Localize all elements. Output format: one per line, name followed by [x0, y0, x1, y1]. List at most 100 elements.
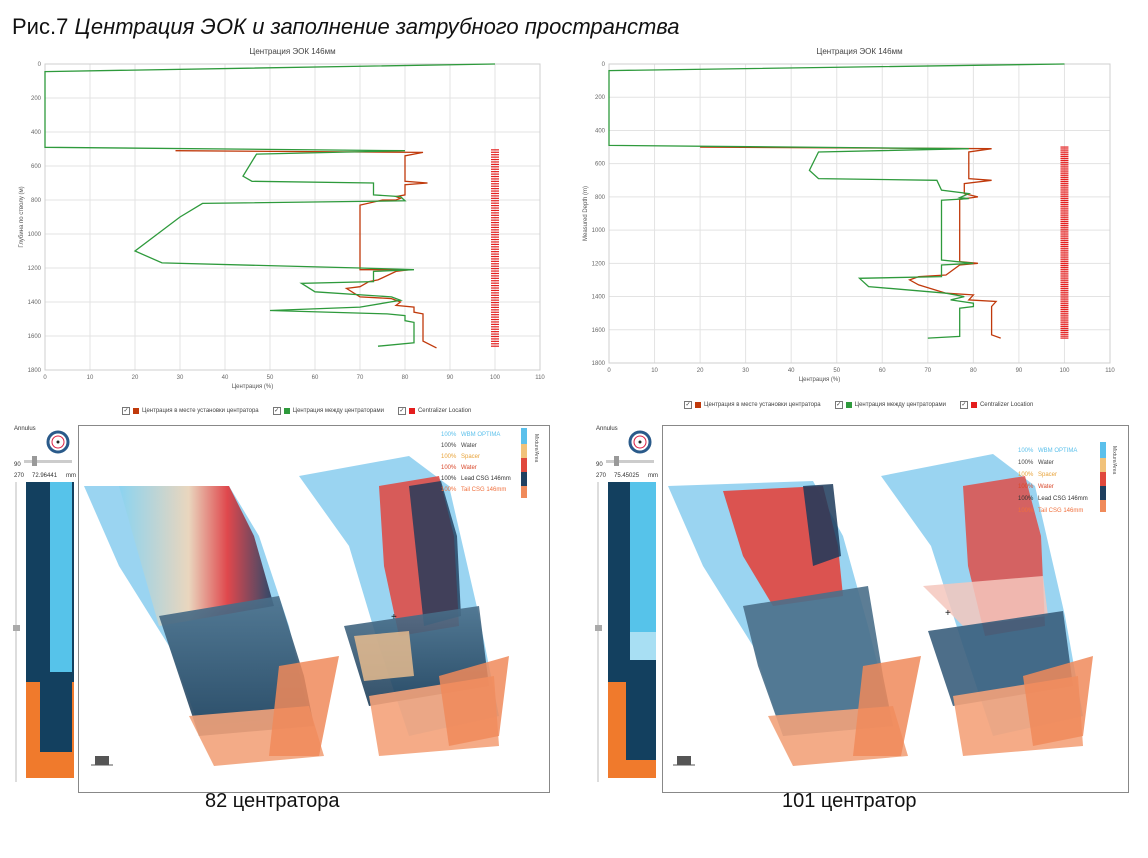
series-line: [175, 150, 437, 349]
x-axis-label: Центрация (%): [799, 377, 841, 383]
y-tick-label: 1200: [592, 261, 606, 267]
figure-title: Рис.7 Центрация ЭОК и заполнение затрубн…: [12, 14, 680, 40]
checkbox-icon[interactable]: ✓: [959, 401, 968, 409]
checkbox-icon[interactable]: ✓: [272, 407, 281, 415]
plot-area-frame: [608, 63, 1111, 364]
fluid-name: Water: [1038, 460, 1054, 466]
fluid-name: Lead CSG 146mm: [1038, 496, 1088, 502]
angle-slider-handle[interactable]: [32, 456, 37, 466]
annulus-label: Annulus: [14, 426, 36, 432]
fluid-pct: 100%: [1018, 508, 1034, 514]
depth-value: 72.96441: [32, 473, 58, 479]
angle-90-label: 90: [14, 462, 21, 468]
legend-entry-centralizer-center[interactable]: ✓ Центрация в месте установки центратора: [684, 401, 821, 409]
y-tick-label: 1400: [592, 295, 606, 301]
y-tick-label: 1800: [592, 361, 606, 367]
x-tick-label: 80: [402, 375, 409, 381]
depth-value: 75.45025: [614, 473, 640, 479]
crosshair-icon: +: [945, 608, 951, 619]
caption-left: 82 центратора: [205, 790, 340, 812]
x-tick-label: 80: [970, 368, 977, 374]
legend-entry-centralizer-center[interactable]: ✓ Центрация в месте установки центратора: [122, 407, 259, 415]
y-tick-label: 1600: [28, 334, 42, 340]
colorbar-label: Mixture/Area: [1111, 446, 1117, 475]
annulus-3d-view-left[interactable]: + 100% WBM OPTIMA 100% Water 100% Spacer…: [78, 425, 550, 793]
pipe-section-left: [84, 486, 339, 766]
fluid-pct: 100%: [441, 443, 457, 449]
fluid-pct: 100%: [1018, 484, 1034, 490]
annulus-controls-left: Annulus 90 270 72.96441 mm: [13, 426, 76, 782]
colorbar-label: Mixture/Area: [533, 434, 539, 463]
fluid-pct: 100%: [1018, 460, 1034, 466]
x-tick-label: 60: [312, 375, 319, 381]
legend-left: ✓ Центрация в месте установки центратора…: [122, 407, 471, 415]
checkbox-icon[interactable]: ✓: [122, 407, 130, 415]
legend-entry-centralizer-location[interactable]: ✓ Centralizer Location: [397, 407, 471, 415]
y-tick-label: 1200: [28, 266, 42, 272]
annulus-3d-view-right[interactable]: + 100% WBM OPTIMA 100% Water 100% Spacer…: [662, 425, 1129, 793]
legend-swatch: [845, 402, 852, 408]
x-tick-label: 90: [447, 375, 454, 381]
legend-entry-between-centralizers[interactable]: ✓ Центрация между центраторами: [834, 401, 946, 409]
chart-title: Центрация ЭОК 146мм: [249, 47, 335, 56]
x-tick-label: 0: [43, 375, 47, 381]
y-tick-label: 800: [31, 198, 42, 204]
legend-swatch: [408, 408, 415, 414]
y-tick-label: 0: [38, 62, 42, 68]
legend-swatch: [283, 408, 290, 414]
depth-unit: mm: [648, 473, 658, 479]
legend-entry-between-centralizers[interactable]: ✓ Центрация между центраторами: [272, 407, 384, 415]
camera-icon[interactable]: [91, 756, 113, 766]
depth-track-handle[interactable]: [13, 625, 20, 631]
pipe-section-left: [668, 481, 921, 766]
figure-title-text: Центрация ЭОК и заполнение затрубного пр…: [74, 14, 680, 39]
depth-track-handle[interactable]: [595, 625, 602, 631]
orientation-dial-icon[interactable]: [46, 430, 70, 454]
legend-swatch: [695, 402, 701, 408]
fluid-name: Water: [1038, 484, 1054, 490]
legend-entry-centralizer-location[interactable]: ✓ Centralizer Location: [959, 401, 1033, 409]
chart-title: Центрация ЭОК 146мм: [816, 47, 902, 56]
checkbox-icon[interactable]: ✓: [834, 401, 843, 409]
x-tick-label: 20: [132, 375, 139, 381]
camera-icon[interactable]: [673, 756, 695, 766]
angle-slider[interactable]: [606, 460, 654, 463]
angle-270-label: 270: [596, 473, 607, 479]
legend-label: Центрация между центраторами: [292, 408, 384, 414]
legend-swatch: [970, 402, 977, 408]
series-line: [608, 63, 1065, 339]
x-tick-label: 110: [535, 375, 545, 381]
annulus-strip: [608, 482, 656, 778]
x-tick-label: 30: [742, 368, 749, 374]
fluid-pct: 100%: [1018, 472, 1034, 478]
fluid-name: Spacer: [461, 454, 480, 460]
y-tick-label: 600: [595, 162, 606, 168]
x-tick-label: 20: [697, 368, 704, 374]
fluid-legend-right: 100% WBM OPTIMA 100% Water 100% Spacer 1…: [1018, 448, 1088, 514]
angle-slider-handle[interactable]: [614, 456, 619, 466]
angle-270-label: 270: [14, 473, 25, 479]
angle-slider[interactable]: [24, 460, 72, 463]
y-tick-label: 800: [595, 195, 606, 201]
checkbox-icon[interactable]: ✓: [397, 407, 406, 415]
3d-scene-left: + 100% WBM OPTIMA 100% Water 100% Spacer…: [84, 428, 539, 766]
x-tick-label: 100: [1059, 368, 1070, 374]
checkbox-icon[interactable]: ✓: [684, 401, 692, 409]
figure-number: Рис.7: [12, 14, 69, 39]
fluid-name: Lead CSG 146mm: [461, 476, 511, 482]
legend-label: Центрация в месте установки центратора: [142, 408, 259, 414]
pipe-section-right: +: [299, 456, 509, 756]
fluid-pct: 100%: [441, 476, 457, 482]
x-tick-label: 50: [267, 375, 274, 381]
orientation-dial-icon[interactable]: [628, 430, 652, 454]
fluid-legend-left: 100% WBM OPTIMA 100% Water 100% Spacer 1…: [441, 432, 511, 493]
y-tick-label: 1000: [28, 232, 42, 238]
fluid-pct: 100%: [1018, 448, 1034, 454]
y-tick-label: 400: [595, 128, 606, 134]
colorbar-right: Mixture/Area: [1100, 442, 1117, 512]
x-tick-label: 30: [177, 375, 184, 381]
x-tick-label: 10: [651, 368, 658, 374]
